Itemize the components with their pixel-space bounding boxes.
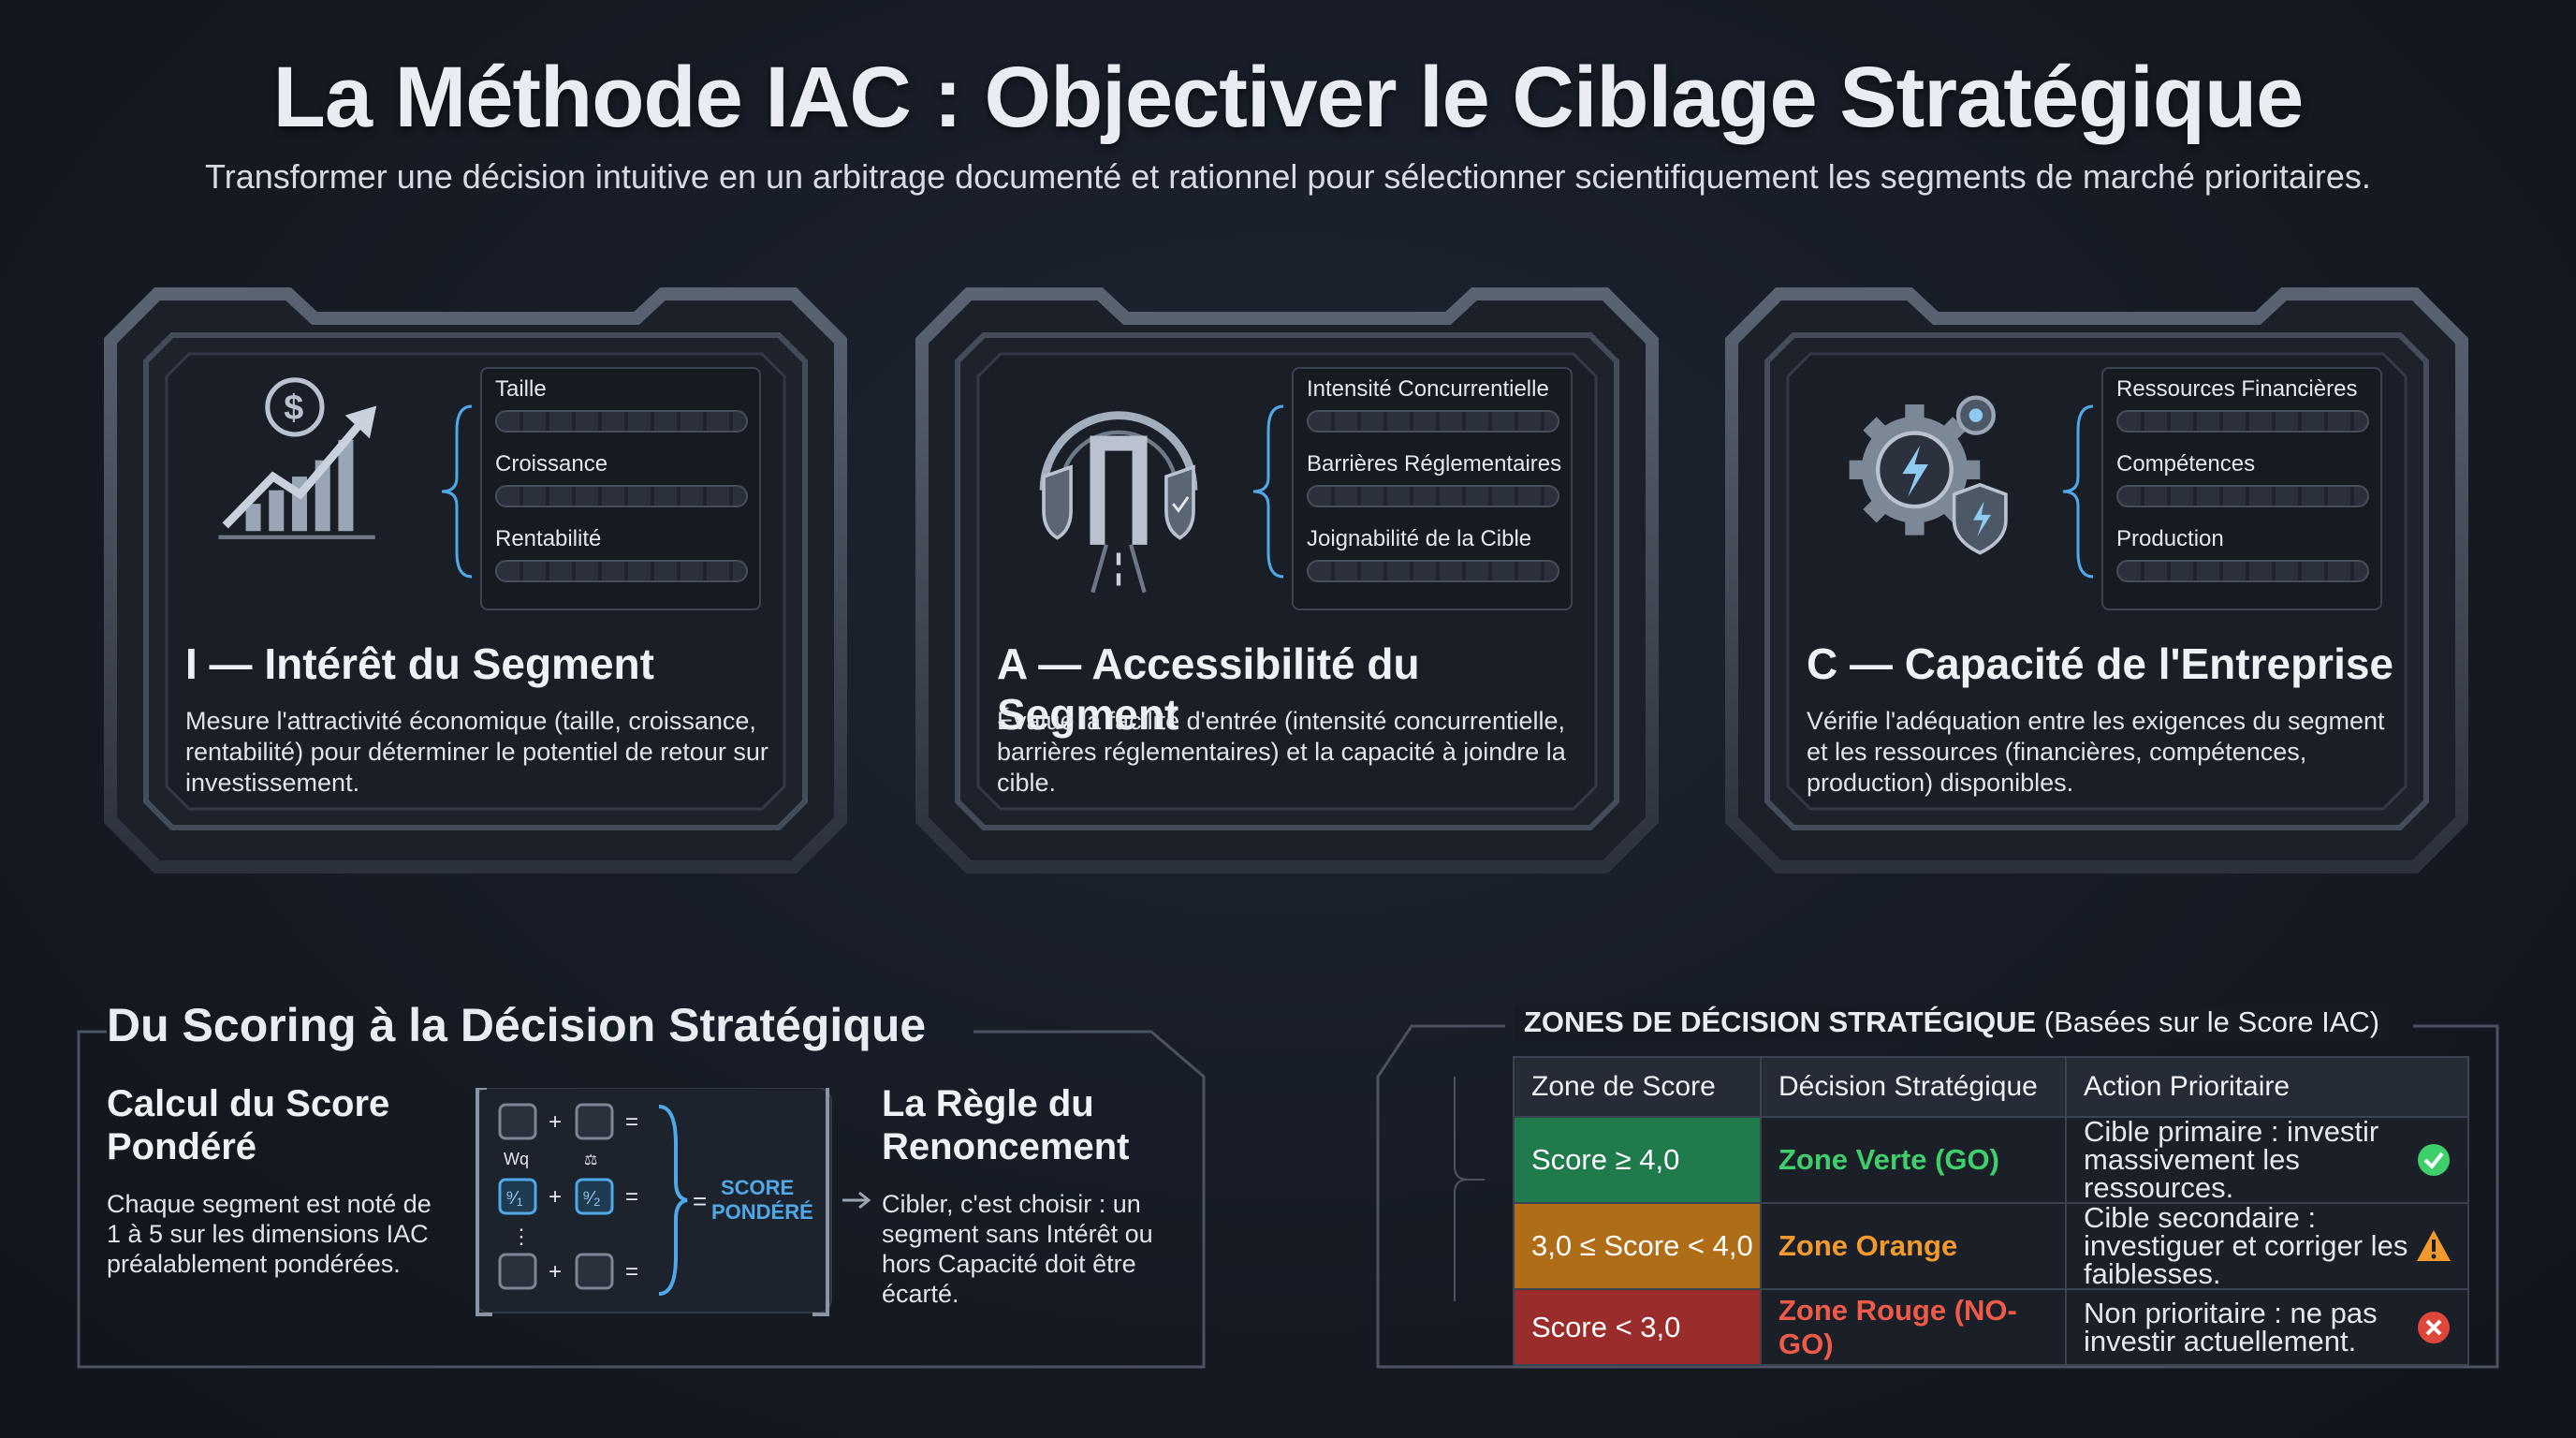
metric-row: Rentabilité <box>495 526 748 582</box>
metric-bar <box>495 485 748 507</box>
zone-score-cell: Score ≥ 4,0 <box>1513 1116 1762 1204</box>
dots: ⋮ <box>511 1225 532 1248</box>
metric-row: Taille <box>495 376 748 433</box>
metric-bar <box>495 410 748 433</box>
card-heading: C — Capacité de l'Entreprise <box>1807 639 2394 688</box>
fraction-2: ⁹⁄₂ <box>582 1188 601 1209</box>
warning-triangle-icon <box>2417 1230 2451 1261</box>
metric-row: Production <box>2116 526 2369 582</box>
metric-label: Croissance <box>495 451 608 477</box>
rule-description: Cibler, c'est choisir : un segment sans … <box>882 1190 1153 1308</box>
zone-action-cell: Cible primaire : investir massivement le… <box>2065 1116 2469 1204</box>
metric-label: Production <box>2116 526 2224 551</box>
metric-row: Compétences <box>2116 451 2369 507</box>
metric-bar <box>2116 410 2369 433</box>
weighted-score-formula: + = + = + = Wq ⚖ ⁹⁄₁ ⁹⁄₂ ⋮ = SCORE PONDÉ… <box>476 1088 871 1316</box>
svg-text:$: $ <box>284 389 303 428</box>
metric-bar <box>2116 560 2369 582</box>
brace-connector <box>441 404 473 579</box>
card-heading: I — Intérêt du Segment <box>185 639 654 688</box>
card-description: Vérifie l'adéquation entre les exigences… <box>1807 707 2385 797</box>
col-header-score: Zone de Score <box>1513 1056 1762 1118</box>
card-heading: A — Accessibilité du Segment <box>997 639 1420 739</box>
weight-label: Wq <box>504 1150 529 1168</box>
plus-sign: + <box>549 1109 562 1135</box>
zones-frame <box>1376 1024 2499 1369</box>
table-row: Score < 3,0 Zone Rouge (NO-GO) Non prior… <box>1513 1288 2469 1366</box>
metric-label: Joignabilité de la Cible <box>1307 526 1532 551</box>
metric-row: Ressources Financières <box>2116 376 2369 433</box>
zone-decision-cell: Zone Orange <box>1760 1202 2067 1290</box>
metric-label: Compétences <box>2116 451 2256 477</box>
equals-sign: = <box>625 1259 638 1284</box>
table-row: Score ≥ 4,0 Zone Verte (GO) Cible primai… <box>1513 1116 2469 1204</box>
page-title: La Méthode IAC : Objectiver le Ciblage S… <box>272 50 2305 145</box>
metric-label: Ressources Financières <box>2116 376 2358 402</box>
zone-action-cell: Cible secondaire : investiguer et corrig… <box>2065 1202 2469 1290</box>
metric-row: Croissance <box>495 451 748 507</box>
metric-bar <box>495 560 748 582</box>
metric-row: Barrières Réglementaires <box>1307 451 1562 507</box>
metric-label: Intensité Concurrentielle <box>1307 376 1549 402</box>
plus-sign: + <box>549 1184 562 1210</box>
metric-bar <box>1307 485 1559 507</box>
equals-sign: = <box>693 1187 707 1215</box>
scoring-panel: Du Scoring à la Décision Stratégique Cal… <box>75 992 1208 1376</box>
metric-row: Intensité Concurrentielle <box>1307 376 1559 433</box>
zone-action-cell: Non prioritaire : ne pas investir actuel… <box>2065 1288 2469 1366</box>
metric-label: Barrières Réglementaires <box>1307 451 1562 477</box>
metric-label: Rentabilité <box>495 526 602 551</box>
zone-score-cell: Score < 3,0 <box>1513 1288 1762 1366</box>
plus-sign: + <box>549 1259 562 1284</box>
growth-chart-dollar-icon: $ <box>218 377 377 539</box>
metric-bar <box>1307 560 1559 582</box>
equals-sign: = <box>625 1184 638 1210</box>
metric-bar <box>1307 410 1559 433</box>
card-description: Évalue la facilité d'entrée (intensité c… <box>997 707 1566 797</box>
scoring-title: Du Scoring à la Décision Stratégique <box>107 999 927 1051</box>
page-subtitle: Transformer une décision intuitive en un… <box>205 157 2371 196</box>
rule-heading: La Règle du Renoncement <box>882 1083 1130 1167</box>
decision-zones-panel: ZONES DE DÉCISION STRATÉGIQUE (Basées su… <box>1374 992 2503 1376</box>
calc-description: Chaque segment est noté de 1 à 5 sur les… <box>107 1190 432 1278</box>
col-header-action: Action Prioritaire <box>2065 1056 2469 1118</box>
decision-table: Zone de Score Décision Stratégique Actio… <box>1513 1056 2469 1366</box>
brace-connector <box>2062 404 2094 579</box>
check-circle-icon <box>2418 1144 2450 1176</box>
table-row: 3,0 ≤ Score < 4,0 Zone Orange Cible seco… <box>1513 1202 2469 1290</box>
zone-decision-cell: Zone Rouge (NO-GO) <box>1760 1288 2067 1366</box>
score-result-line2: PONDÉRÉ <box>711 1200 813 1224</box>
gear-power-icon <box>1849 395 2008 555</box>
score-result-line1: SCORE <box>721 1176 794 1199</box>
fraction-1: ⁹⁄₁ <box>505 1188 523 1209</box>
metric-row: Joignabilité de la Cible <box>1307 526 1559 582</box>
zone-score-cell: 3,0 ≤ Score < 4,0 <box>1513 1202 1762 1290</box>
metric-label: Taille <box>495 376 547 402</box>
zones-title: ZONES DE DÉCISION STRATÉGIQUE (Basées su… <box>1515 1005 2390 1039</box>
col-header-decision: Décision Stratégique <box>1760 1056 2067 1118</box>
gateway-shield-icon <box>1039 411 1198 594</box>
metric-bar <box>2116 485 2369 507</box>
brace-connector <box>1252 404 1284 579</box>
zone-decision-cell: Zone Verte (GO) <box>1760 1116 2067 1204</box>
cross-circle-icon <box>2418 1311 2450 1343</box>
scoring-frame <box>77 1030 1206 1369</box>
weight-label-2: ⚖ <box>584 1152 597 1168</box>
calc-heading: Calcul du Score Pondéré <box>107 1083 390 1167</box>
equals-sign: = <box>625 1109 638 1135</box>
card-description: Mesure l'attractivité économique (taille… <box>185 707 768 797</box>
